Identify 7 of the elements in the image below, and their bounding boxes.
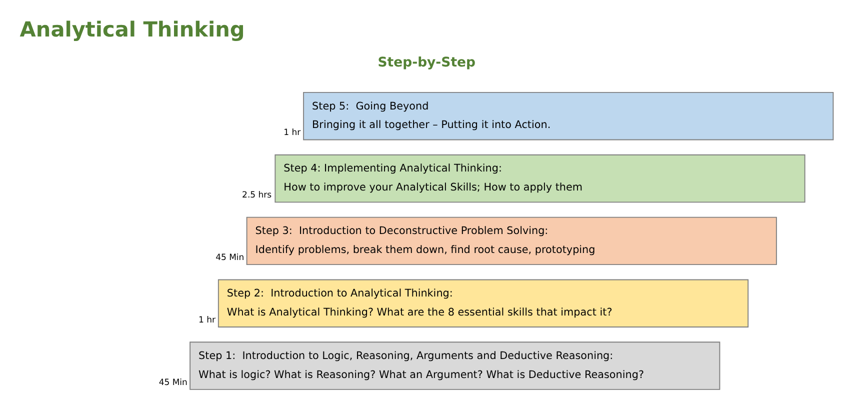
label: Step-by-Step (378, 55, 476, 70)
node-label: 2.5 hrs (242, 190, 272, 200)
node-label: 1 hr (198, 314, 216, 325)
node-label: 45 Min (158, 377, 188, 388)
node-label: 1 hr (284, 128, 301, 138)
node-label: 45 Min (216, 252, 244, 263)
diagram-title: Analytical Thinking (20, 16, 245, 41)
